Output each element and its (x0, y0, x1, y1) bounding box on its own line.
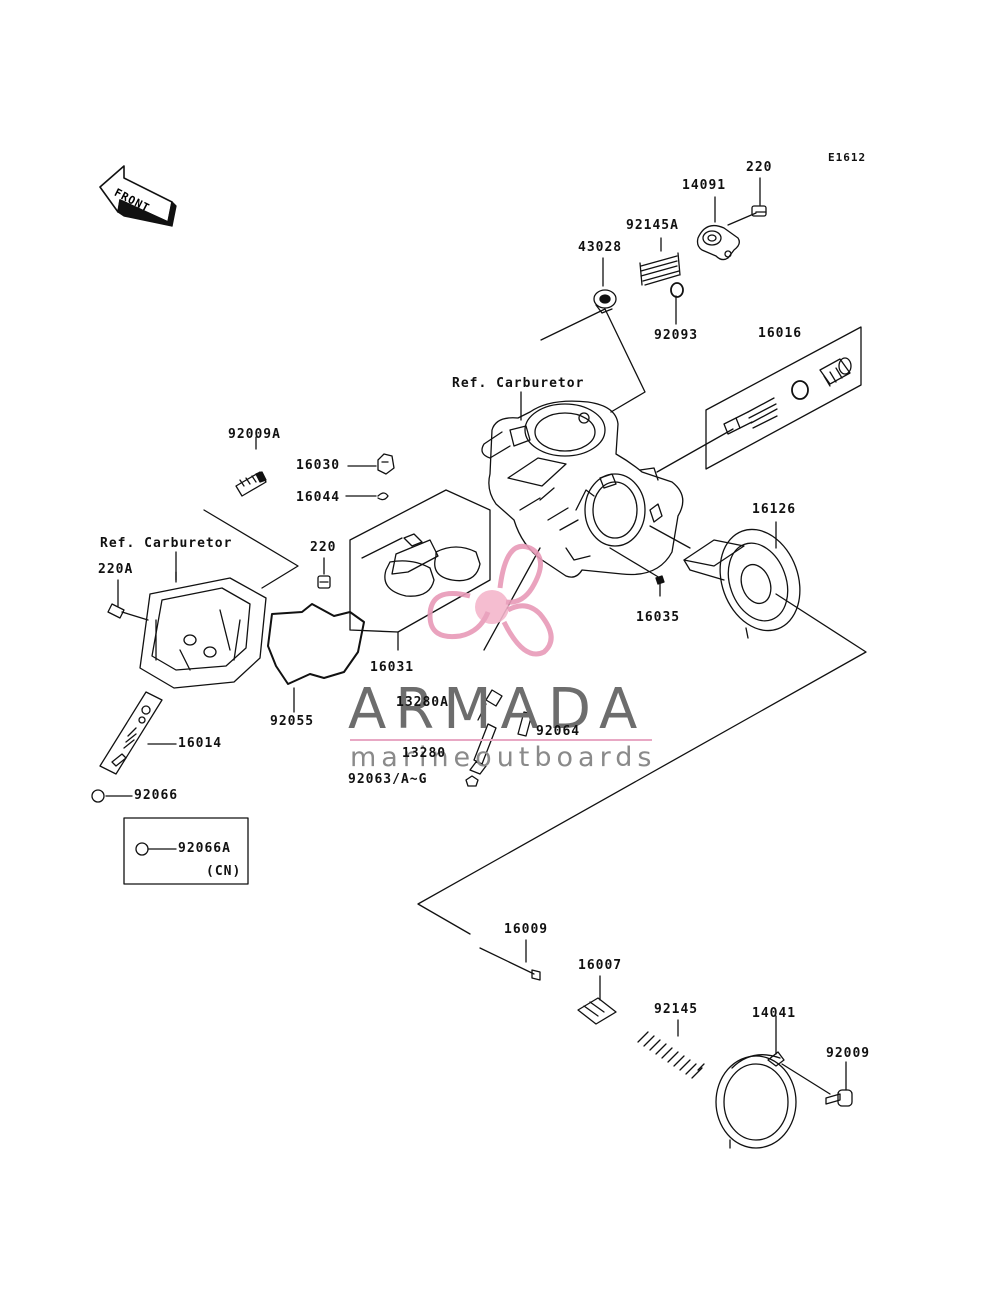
part-92009-screw-icon (825, 1089, 853, 1107)
label-220a: 220A (98, 562, 134, 577)
label-92009a: 92009A (228, 427, 281, 442)
part-16031-bracket (349, 489, 491, 633)
part-220-mid-screw-icon (317, 575, 331, 589)
label-ref-carburetor-left: Ref. Carburetor (100, 536, 233, 551)
part-92063-icon (465, 775, 479, 787)
label-cn-note: (CN) (206, 864, 242, 879)
leader-line-needle (483, 547, 541, 651)
part-92066a-icon (135, 842, 149, 856)
float-bowl-icon (139, 571, 267, 689)
label-92063: 92063/A~G (348, 772, 428, 787)
label-13280a: 13280A (396, 695, 449, 710)
part-14041-cover-icon (715, 1051, 797, 1149)
part-92145-spring-icon (637, 1031, 705, 1079)
part-92066a-box (123, 817, 249, 885)
part-16016-icon (723, 357, 852, 435)
part-16016-bracket (705, 326, 862, 470)
label-16007: 16007 (578, 958, 623, 973)
label-92055: 92055 (270, 714, 315, 729)
part-16007-icon (577, 997, 617, 1025)
leader-line-16126 (417, 593, 867, 935)
label-16014: 16014 (178, 736, 223, 751)
part-16014-bracket (99, 691, 163, 775)
watermark-rule (350, 739, 652, 741)
part-16009-needle-icon (479, 947, 541, 981)
part-92064-icon (517, 711, 533, 737)
diagram-code: E1612 (828, 151, 867, 164)
part-220-screw-icon (751, 205, 767, 217)
part-16030-icon (377, 453, 395, 475)
part-13280a-jet-icon (477, 689, 503, 721)
label-92066a: 92066A (178, 841, 231, 856)
label-16035: 16035 (636, 610, 681, 625)
label-92145a: 92145A (626, 218, 679, 233)
leader-line-92009a (203, 509, 299, 589)
part-92066-icon (91, 789, 105, 803)
part-92055-gasket-icon (267, 603, 365, 685)
label-16044: 16044 (296, 490, 341, 505)
label-16031: 16031 (370, 660, 415, 675)
carburetor-body-icon (481, 400, 684, 578)
label-220-mid: 220 (310, 540, 337, 555)
part-16126-piston-icon (683, 528, 801, 639)
label-16016: 16016 (758, 326, 803, 341)
armada-logo-icon (427, 544, 554, 657)
part-16044-clip-icon (377, 492, 389, 501)
part-43028-icon (593, 289, 617, 314)
label-16126: 16126 (752, 502, 797, 517)
part-16031-float-icon (361, 533, 481, 597)
part-92145a-spring-icon (639, 252, 681, 286)
label-14041: 14041 (752, 1006, 797, 1021)
label-92064: 92064 (536, 724, 581, 739)
label-16030: 16030 (296, 458, 341, 473)
part-14091-cover-icon (696, 224, 740, 261)
label-16009: 16009 (504, 922, 549, 937)
label-13280: 13280 (402, 746, 447, 761)
part-92093-oring-icon (670, 282, 684, 298)
part-13280-jet-icon (469, 723, 497, 775)
label-43028: 43028 (578, 240, 623, 255)
label-92009: 92009 (826, 1046, 871, 1061)
part-16014-icon (111, 705, 151, 767)
label-14091: 14091 (682, 178, 727, 193)
label-ref-carburetor-top: Ref. Carburetor (452, 376, 585, 391)
part-92009a-icon (235, 471, 267, 497)
leader-line-43028 (540, 308, 646, 413)
watermark-subtitle: marineoutboards (350, 742, 657, 773)
label-92145: 92145 (654, 1002, 699, 1017)
part-220a-screw-icon (107, 603, 149, 621)
front-arrow-icon (99, 165, 177, 227)
label-220-top: 220 (746, 160, 773, 175)
label-92093: 92093 (654, 328, 699, 343)
watermark-title: ARMADA (348, 677, 647, 742)
label-92066: 92066 (134, 788, 179, 803)
